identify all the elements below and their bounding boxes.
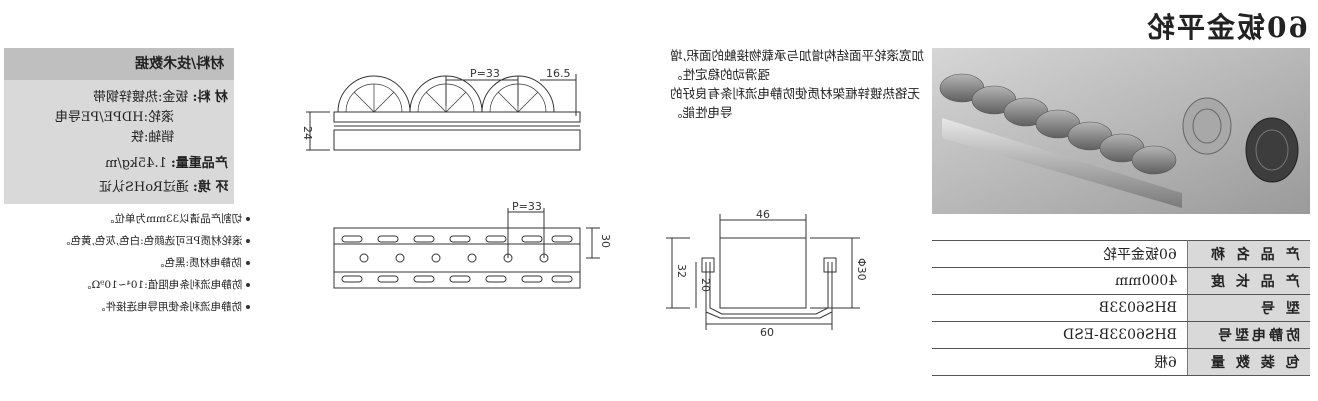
product-photo bbox=[932, 48, 1310, 214]
page-title: 60钣金平轮 bbox=[1145, 11, 1308, 44]
cross-section-drawing: 46 60 32 20 Φ30 bbox=[666, 208, 868, 339]
table-value: 6根 bbox=[932, 348, 1188, 376]
notes-list: 切割产品请以33mm为单位。 滚轮材质PE可选颜色:白色,灰色,黄色。 防静电材… bbox=[4, 208, 250, 318]
note-item: 防静电材质:黑色。 bbox=[4, 252, 250, 274]
top-view-drawing: P=33 30 bbox=[333, 200, 612, 289]
side-view-drawing: P=33 16.5 24 bbox=[301, 67, 581, 151]
table-value: BHS6033B-ESD bbox=[932, 321, 1188, 349]
table-value: 60钣金平轮 bbox=[932, 240, 1188, 268]
dim-top-width: 30 bbox=[599, 234, 612, 248]
dim-side-pitch: P=33 bbox=[470, 67, 500, 80]
dim-section-h2: 20 bbox=[699, 278, 712, 292]
dim-top-pitch: P=33 bbox=[512, 200, 542, 213]
dim-side-offset: 16.5 bbox=[546, 67, 571, 80]
note-item: 防静电流利条使用导电连接件。 bbox=[4, 296, 250, 318]
table-row: 6根包 装 数 量 bbox=[932, 348, 1310, 376]
table-row: 60钣金平轮产 品 名 称 bbox=[932, 240, 1310, 268]
table-value: 4000mm bbox=[932, 267, 1188, 295]
spec-row-weight: 产品重量: 1.45kg/m bbox=[105, 156, 228, 171]
spec-header: 材料/技术数据 bbox=[4, 48, 234, 80]
spec-row-roller: 滚轮:HDPE/PE导电 bbox=[55, 110, 174, 125]
spec-panel: 材料/技术数据 材 料: 钣金:热镀锌钢带 滚轮:HDPE/PE导电 销轴:铁 … bbox=[4, 48, 234, 204]
dim-section-dia: Φ30 bbox=[855, 258, 868, 281]
note-item: 滚轮材质PE可选颜色:白色,灰色,黄色。 bbox=[4, 230, 250, 252]
table-value: BHS6033B bbox=[932, 294, 1188, 322]
spec-row-axle: 销轴:铁 bbox=[130, 130, 174, 145]
table-key: 产 品 长 度 bbox=[1187, 267, 1310, 295]
table-key: 型 号 bbox=[1187, 294, 1310, 322]
table-key: 产 品 名 称 bbox=[1187, 240, 1310, 268]
feature-item: 无铬热镀锌框架材质使防静电流利条有良好的导电性能。 bbox=[670, 84, 946, 122]
table-key: 包 装 数 量 bbox=[1187, 348, 1310, 376]
note-item: 防静电流利条电阻值:10⁴~10⁹Ω。 bbox=[4, 274, 250, 296]
dim-section-h1: 32 bbox=[675, 264, 688, 278]
dim-section-top: 46 bbox=[756, 208, 770, 221]
table-key: 防静电型号 bbox=[1187, 321, 1310, 349]
feature-list: 加宽滚轮平面结构增加与承载物接触的面积,增强滑动的稳定性。 无铬热镀锌框架材质使… bbox=[670, 46, 946, 122]
feature-item: 加宽滚轮平面结构增加与承载物接触的面积,增强滑动的稳定性。 bbox=[670, 46, 946, 84]
dim-side-height: 24 bbox=[301, 126, 314, 140]
spec-row-environment: 环 境: 通过RoHS认证 bbox=[98, 180, 228, 195]
dim-section-bottom: 60 bbox=[760, 326, 774, 339]
spec-row-material: 材 料: 钣金:热镀锌钢带 bbox=[93, 90, 228, 105]
note-item: 切割产品请以33mm为单位。 bbox=[4, 208, 250, 230]
